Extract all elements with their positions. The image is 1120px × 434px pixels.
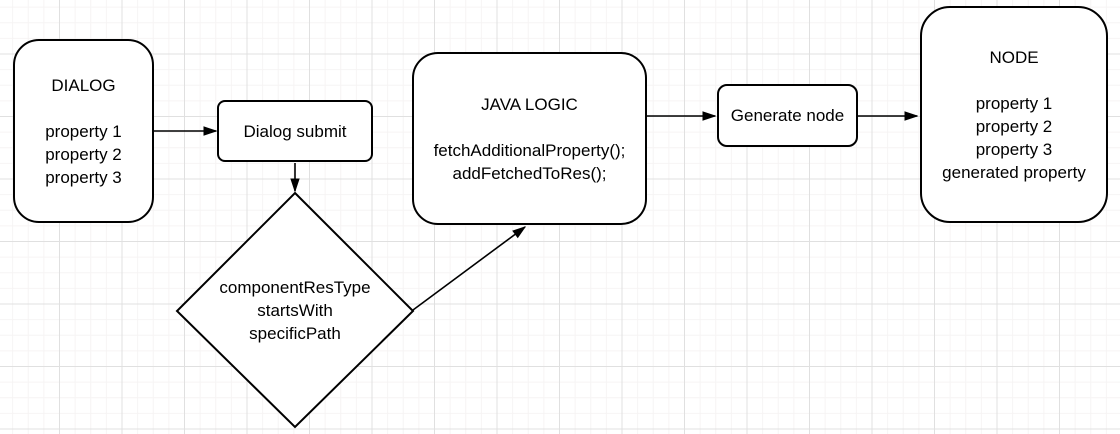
node-property-line: generated property [942,162,1086,182]
node-result-title: NODE [989,47,1039,67]
java-logic-node[interactable]: JAVA LOGIC fetchAdditionalProperty(); ad… [412,52,647,225]
decision-line: specificPath [249,324,341,343]
java-logic-title: JAVA LOGIC [481,94,578,114]
dialog-node[interactable]: DIALOG property 1 property 2 property 3 [13,39,154,223]
decision-line: componentResType [219,278,371,297]
decision-line: startsWith [257,301,333,320]
java-logic-code-line: fetchAdditionalProperty(); [433,140,626,160]
dialog-property-line: property 2 [45,144,122,164]
dialog-submit-node[interactable]: Dialog submit [217,100,373,162]
generate-node-label: Generate node [730,106,845,125]
generate-node-step[interactable]: Generate node [717,84,858,147]
node-result[interactable]: NODE property 1 property 2 property 3 ge… [920,6,1108,223]
edge-decision-to-javalogic[interactable] [412,227,525,311]
dialog-node-title: DIALOG [51,75,116,95]
dialog-submit-label: Dialog submit [243,121,347,141]
node-property-line: property 1 [975,93,1053,113]
dialog-property-line: property 3 [45,167,122,187]
node-property-line: property 3 [975,139,1053,159]
node-property-line: property 2 [975,116,1053,136]
decision-diamond-shape[interactable] [175,191,415,429]
decision-diamond-label: componentResType startsWith specificPath [185,276,405,345]
dialog-property-line: property 1 [45,121,122,141]
java-logic-code-line: addFetchedToRes(); [452,163,607,183]
